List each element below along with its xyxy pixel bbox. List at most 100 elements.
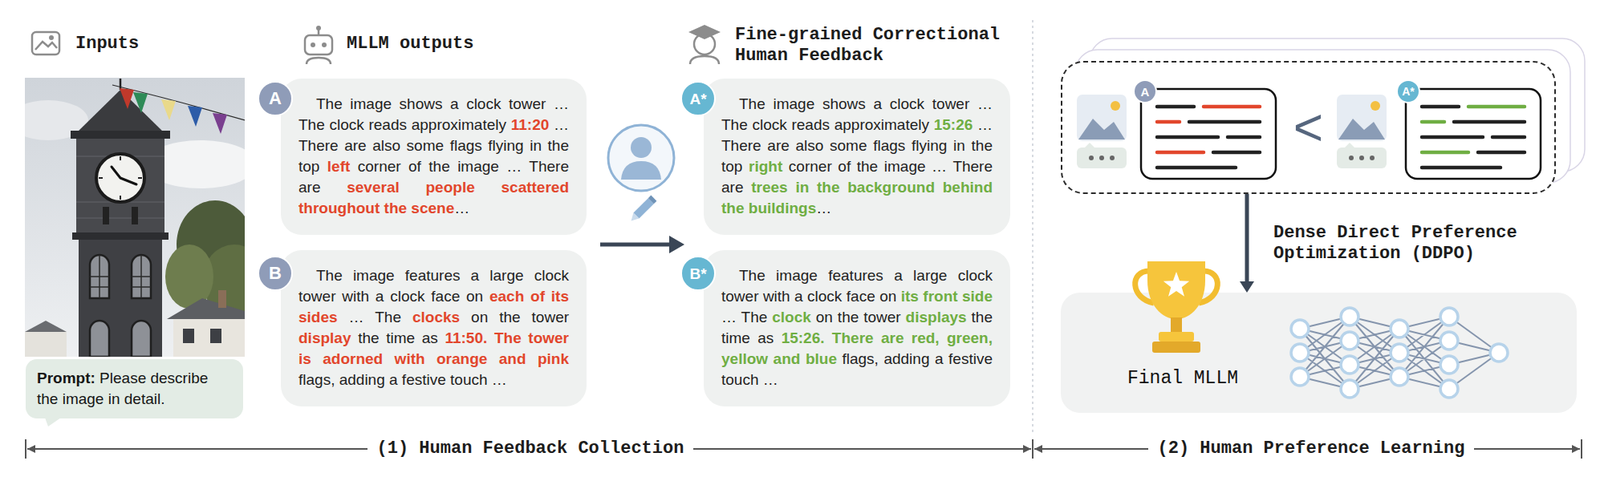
- response-text: on the tower: [816, 308, 902, 326]
- building-wall: [24, 332, 67, 358]
- doc-line: [1453, 121, 1525, 153]
- bunting-flag: [212, 113, 228, 135]
- house-chimney: [218, 290, 227, 309]
- response-text: left: [327, 158, 351, 175]
- badge-letter: A: [1141, 85, 1150, 98]
- arched-window: [131, 320, 151, 358]
- house-roof: [166, 298, 245, 320]
- pencil-tip: [628, 213, 639, 224]
- photo-tree: [165, 244, 214, 309]
- neuron: [1440, 332, 1458, 350]
- arched-window: [89, 320, 110, 358]
- trophy-base: [1158, 332, 1194, 342]
- human-annotator-figure: [608, 125, 675, 224]
- response-text: its front side: [901, 288, 993, 305]
- annotator-head: [694, 33, 715, 55]
- thumbnail-mountain: [1338, 118, 1385, 140]
- thumbnail-sun: [1370, 101, 1381, 111]
- neuron: [1340, 332, 1359, 350]
- response-text: flags, adding a festive touch …: [298, 371, 508, 389]
- ellipsis-dot: [1359, 155, 1365, 161]
- bubble-tail-shape: [44, 418, 61, 427]
- bunting-flag: [161, 99, 176, 121]
- prompt-text: Prompt:: [36, 369, 96, 387]
- annotator-circle: [608, 125, 675, 191]
- prompt-bubble-mini: [1076, 147, 1127, 169]
- image-thumbnail: [1336, 94, 1387, 169]
- ellipsis-dot: [1099, 155, 1105, 161]
- response-text: displays: [905, 308, 967, 326]
- final-model-panel: Final MLLM: [1060, 292, 1577, 414]
- clock-face: [96, 154, 145, 203]
- bracket-tick: [25, 439, 1582, 459]
- badge-letter: A: [268, 89, 282, 108]
- response-text: the time as: [357, 329, 439, 347]
- ellipsis-dot: [1088, 155, 1094, 161]
- neuron: [1291, 320, 1309, 338]
- image-icon-mountain: [35, 41, 57, 50]
- doc-line: [1421, 106, 1501, 168]
- badge-letter: A*: [1401, 85, 1415, 98]
- prompt-bubble-mini: [1336, 147, 1387, 169]
- response-paragraph: The image shows a clock tower … The cloc…: [298, 93, 569, 220]
- flow-arrow-head: [669, 235, 685, 254]
- response-text: clocks: [412, 308, 460, 326]
- tower-shaft: [78, 239, 163, 358]
- section-heading: MLLM outputs: [346, 33, 474, 55]
- bunting-flag: [187, 105, 203, 127]
- response-badge: A: [1132, 79, 1158, 104]
- response-badge: A: [257, 81, 293, 117]
- badge-letter: A*: [689, 91, 707, 107]
- doc-line: [1157, 106, 1236, 168]
- house-window: [210, 328, 222, 344]
- response-text: display: [298, 329, 351, 347]
- trophy-icon: [1135, 261, 1219, 354]
- annotator-cap: [688, 24, 721, 40]
- image-icon-frame: [32, 32, 60, 55]
- tower-cornice: [70, 130, 171, 139]
- final-model-label: Final MLLM: [1127, 367, 1239, 390]
- badge-letter: B*: [689, 266, 707, 282]
- bubble-tail: [1344, 142, 1355, 148]
- pencil-icon: [628, 195, 657, 224]
- neuron: [1390, 344, 1409, 362]
- doc-line: [1189, 121, 1260, 153]
- response-text: several people scattered throughout the …: [298, 178, 569, 217]
- response-text: … The: [721, 308, 768, 326]
- bunting-flag: [133, 92, 148, 114]
- annotator-icon: [688, 24, 721, 65]
- annotator-head: [630, 137, 652, 159]
- ellipsis-dot: [1109, 155, 1115, 161]
- image-thumbnail: [1076, 94, 1127, 169]
- neuron: [1390, 320, 1409, 338]
- badge-letter: B: [268, 264, 282, 283]
- neuron: [1291, 344, 1309, 362]
- tower-slit: [131, 207, 139, 225]
- thumbnail-frame: [1336, 94, 1387, 142]
- neuron: [1340, 380, 1359, 398]
- response-box: The image features a large clock tower w…: [280, 250, 587, 407]
- thumbnail-mountain: [1078, 118, 1125, 140]
- tower-roof: [76, 89, 165, 134]
- robot-icon: [304, 25, 333, 65]
- robot-head: [304, 35, 333, 55]
- response-badge: A*: [1396, 79, 1421, 104]
- front-card-fill: [1060, 60, 1556, 195]
- tower-finial: [119, 78, 122, 90]
- annotator-shoulders: [621, 161, 662, 180]
- response-card-corrected: [1405, 89, 1541, 179]
- neuron: [1440, 380, 1458, 398]
- trophy-star: [1163, 272, 1190, 297]
- edge-label: Dense Direct Preference Optimization (DD…: [1273, 223, 1539, 265]
- bubble-tail: [1084, 142, 1095, 148]
- robot-antenna-tip: [316, 25, 321, 31]
- house-window: [182, 328, 195, 344]
- response-text: right: [748, 158, 783, 175]
- response-text: trees in the background behind the build…: [721, 178, 993, 217]
- tower-slit: [102, 207, 110, 225]
- doc-line-error: [1157, 106, 1260, 153]
- pencil-eraser: [648, 195, 658, 205]
- response-paragraph: The image features a large clock tower w…: [721, 265, 993, 391]
- thumbnail-sun: [1110, 101, 1121, 111]
- window-mullions: [89, 255, 151, 299]
